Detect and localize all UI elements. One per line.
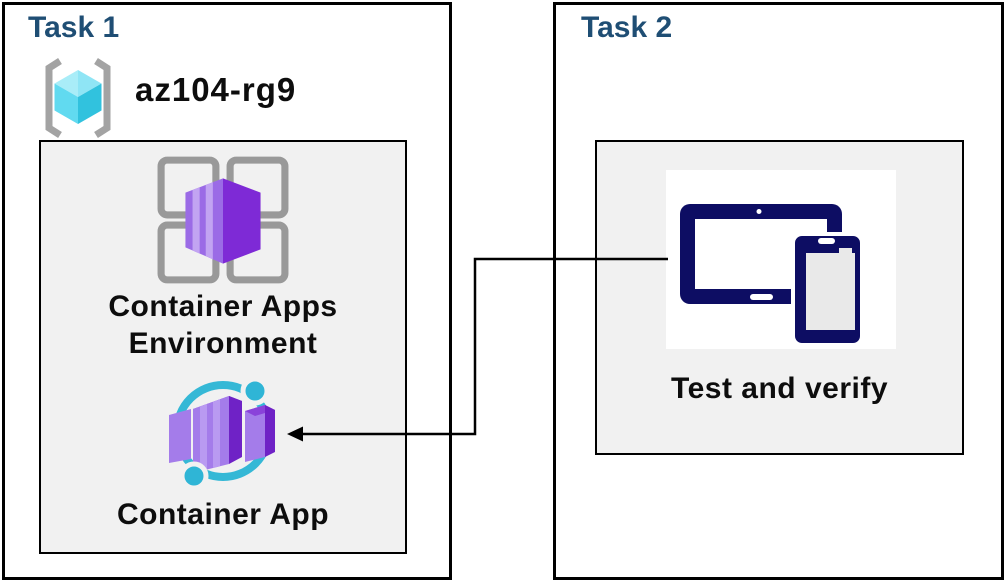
container-app-icon [169,376,275,491]
task1-title: Task 1 [28,11,120,44]
task2-title: Task 2 [581,11,673,44]
task1-box: Task 1 az104-rg9 Container Apps [2,2,452,580]
resource-group-label: az104-rg9 [135,71,297,108]
environment-label-line2: Environment [128,327,318,360]
container-apps-environment-icon [157,156,289,284]
resource-group-icon [45,58,111,138]
environment-label-line1: Container Apps [108,290,338,323]
devices-icon [680,204,864,347]
test-and-verify-label: Test and verify [670,372,889,405]
task2-box: Task 2 Test and verify [553,2,1004,580]
container-apps-environment-group: Container Apps Environment Co [39,140,407,554]
devices-icon-background [666,170,896,349]
test-and-verify-group: Test and verify [595,140,964,455]
environment-label: Container Apps Environment [41,288,405,362]
container-app-label: Container App [116,498,330,531]
